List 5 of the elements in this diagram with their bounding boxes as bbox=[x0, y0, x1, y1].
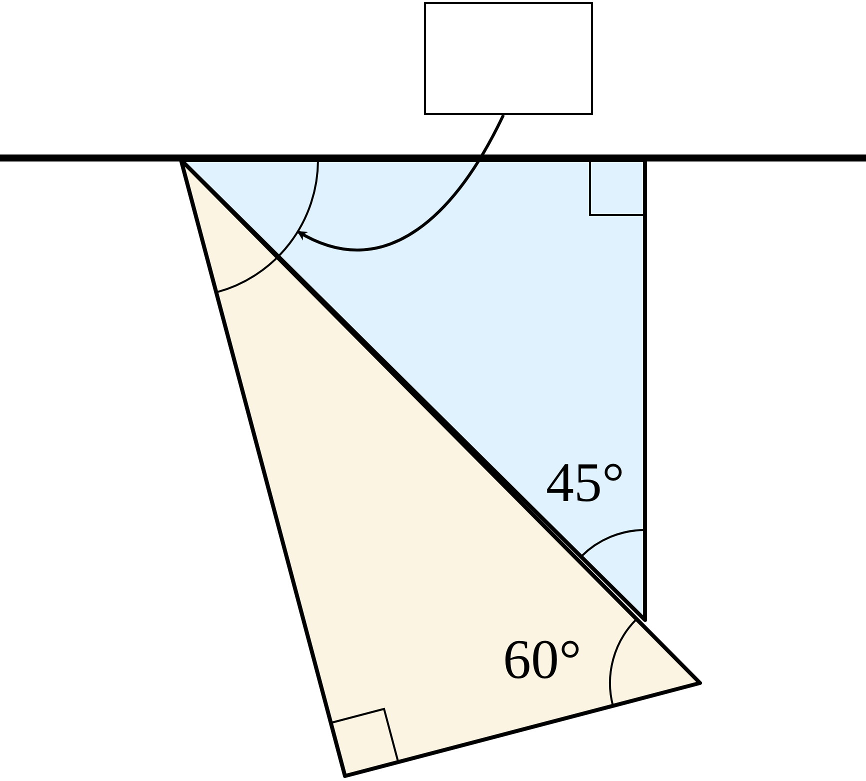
angle-label: 45° bbox=[546, 455, 624, 511]
angle-label: 60° bbox=[503, 632, 582, 688]
curved-arrow bbox=[296, 114, 505, 252]
angle-arc bbox=[216, 160, 319, 294]
empty-box bbox=[424, 2, 593, 115]
